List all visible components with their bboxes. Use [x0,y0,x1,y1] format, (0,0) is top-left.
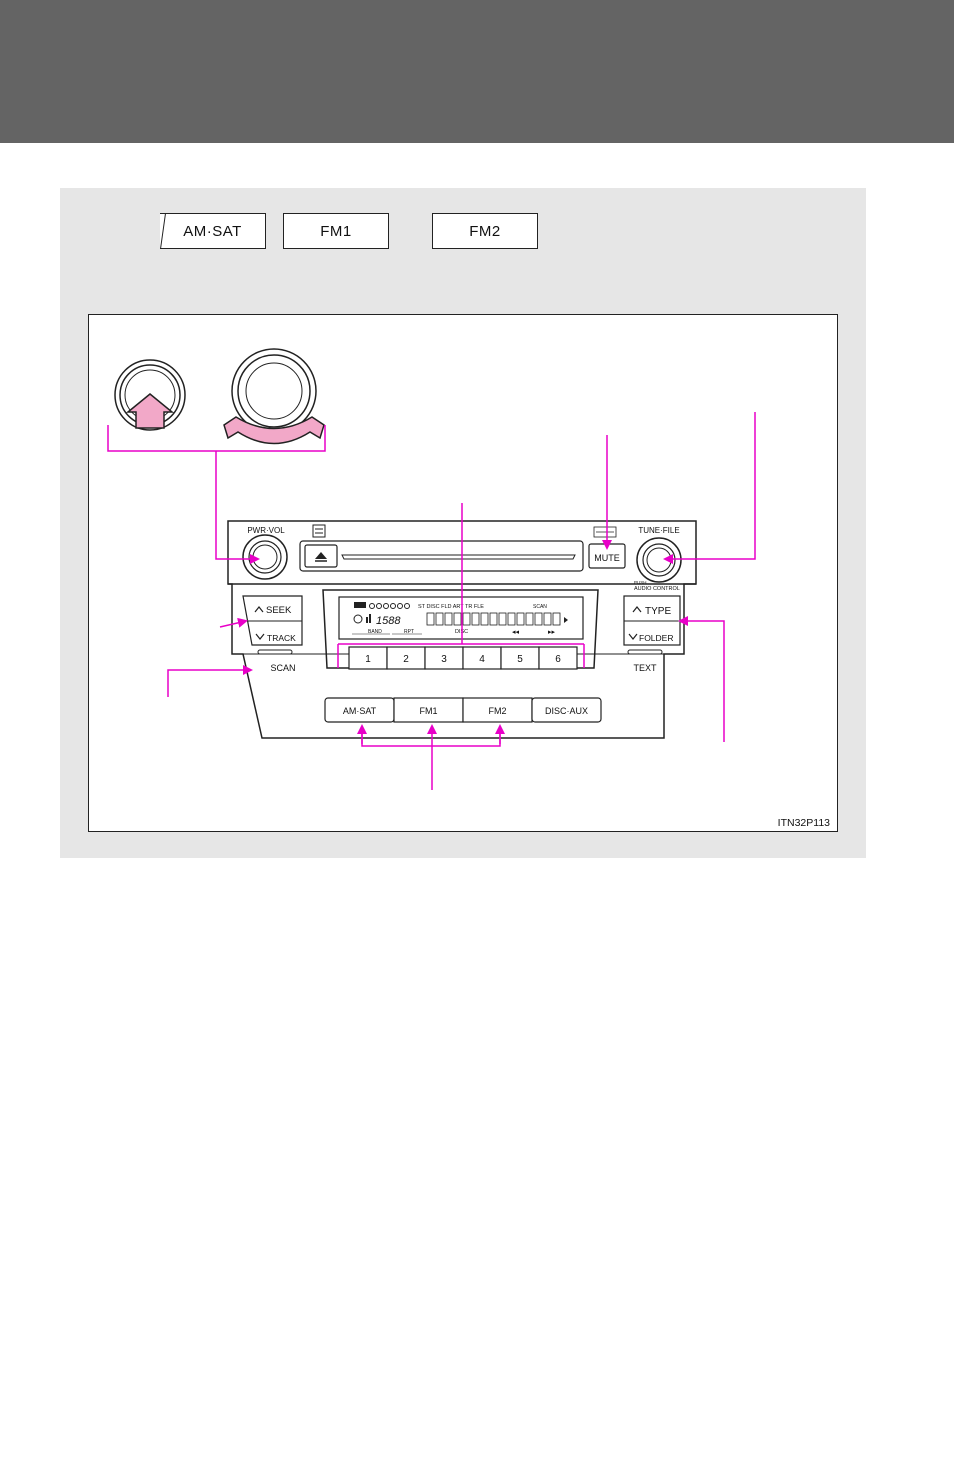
eject-button [304,544,338,568]
preset-label: 3 [441,654,447,665]
band-button-label: FM2 [489,706,507,716]
text-button [627,649,663,655]
display-band: BAND [368,629,382,635]
display-segment-row [426,612,561,626]
preset-label: 6 [555,654,561,665]
tune-file-label: TUNE·FILE [638,526,679,535]
fm1-key: FM1 [283,213,389,249]
type-up-icon [632,606,642,613]
display-ff: ▸▸ [548,629,556,636]
pwr-vol-knob [242,534,288,580]
track-down-icon [255,633,265,640]
page-header-bar [0,0,954,143]
type-label: TYPE [645,606,671,617]
display-digits: 1588 [376,615,401,627]
band-button-label: AM·SAT [343,706,377,716]
knob-push-illustration [114,359,186,431]
preset-buttons: 1 2 3 4 5 6 [348,646,578,670]
preset-label: 2 [403,654,409,665]
display-row1: ST DISC FLD ART TR FLE [418,604,484,610]
display-rew: ◂◂ [512,629,520,636]
pwr-vol-label: PWR·VOL [247,526,285,535]
knob-turn-illustration [223,348,325,445]
disc-logo-icon [312,524,326,538]
folder-label: FOLDER [639,633,673,643]
figure-id: ITN32P113 [778,817,830,829]
callout-lines [107,412,756,790]
sat-logo-icon [593,526,617,538]
folder-down-icon [628,633,638,640]
type-folder-button [623,595,681,646]
seek-up-icon [254,606,264,613]
band-button-label: FM1 [420,706,438,716]
text-label: TEXT [633,663,657,673]
track-label: TRACK [267,633,296,643]
band-buttons: AM·SAT FM1 FM2 DISC·AUX [324,697,602,723]
band-button-2 [393,697,464,723]
am-sat-key: AM·SAT [160,213,266,249]
display-scan: SCAN [533,604,547,610]
scan-label: SCAN [270,663,295,673]
preset-button-6 [538,646,578,670]
push-label: PUSH [634,580,647,585]
mute-label: MUTE [594,553,620,563]
preset-label: 4 [479,654,485,665]
band-button-3 [462,697,533,723]
scan-button [257,649,293,655]
band-button-label: DISC·AUX [545,706,588,716]
fm2-key: FM2 [432,213,538,249]
seek-track-button [242,595,303,646]
display-rpt: RPT [404,629,414,635]
audio-control-label: AUDIO CONTROL [634,586,680,592]
preset-label: 1 [365,654,371,665]
band-button-4 [531,697,602,723]
preset-label: 5 [517,654,523,665]
seek-label: SEEK [266,605,292,616]
tune-file-knob [636,537,682,583]
